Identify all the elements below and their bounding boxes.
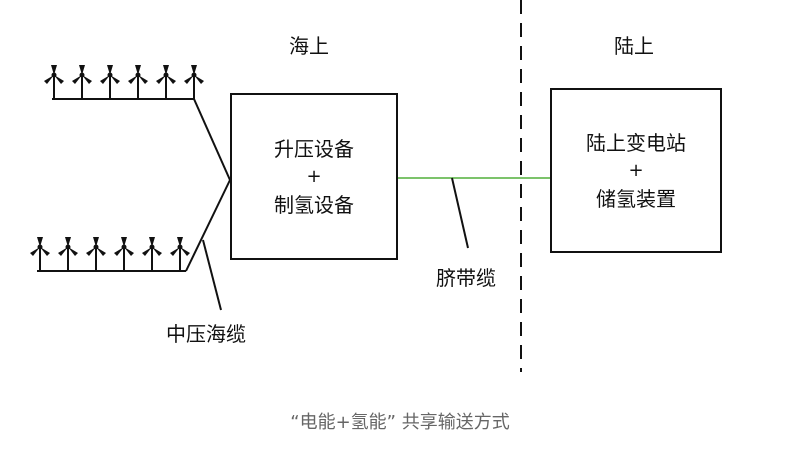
wind-turbine-icon <box>58 237 78 271</box>
diagram-caption: “电能+氢能” 共享输送方式 <box>290 412 510 433</box>
mv-cable-leader <box>202 239 222 311</box>
wind-turbine-icon <box>114 237 134 271</box>
collector-line-top <box>193 98 231 181</box>
wind-turbine-icon <box>100 65 120 99</box>
offshore-box-plus: + <box>306 165 322 187</box>
umbilical-leader <box>451 177 469 249</box>
onshore-box-line1: 陆上变电站 <box>586 130 686 155</box>
offshore-equipment-box: 升压设备 + 制氢设备 <box>230 93 398 260</box>
turbine-row-bottom <box>30 237 190 271</box>
offshore-box-line2: 制氢设备 <box>274 192 354 217</box>
wind-turbine-icon <box>156 65 176 99</box>
offshore-box-line1: 升压设备 <box>274 136 354 161</box>
onshore-station-box: 陆上变电站 + 储氢装置 <box>550 88 722 253</box>
wind-turbine-icon <box>86 237 106 271</box>
wind-turbine-icon <box>44 65 64 99</box>
wind-turbine-icon <box>30 237 50 271</box>
mv-cable-label: 中压海缆 <box>166 322 246 346</box>
wind-turbine-icon <box>72 65 92 99</box>
wind-turbine-icon <box>170 237 190 271</box>
wind-turbine-icon <box>128 65 148 99</box>
umbilical-cable-label: 脐带缆 <box>436 266 496 290</box>
wind-turbine-icon <box>184 65 204 99</box>
onshore-box-plus: + <box>628 159 644 181</box>
onshore-box-line2: 储氢装置 <box>596 186 676 211</box>
zone-label-onshore: 陆上 <box>614 34 654 58</box>
turbine-row-top <box>44 65 204 99</box>
collector-line-bottom <box>185 179 231 272</box>
wind-turbine-icon <box>142 237 162 271</box>
zone-label-offshore: 海上 <box>289 34 329 58</box>
